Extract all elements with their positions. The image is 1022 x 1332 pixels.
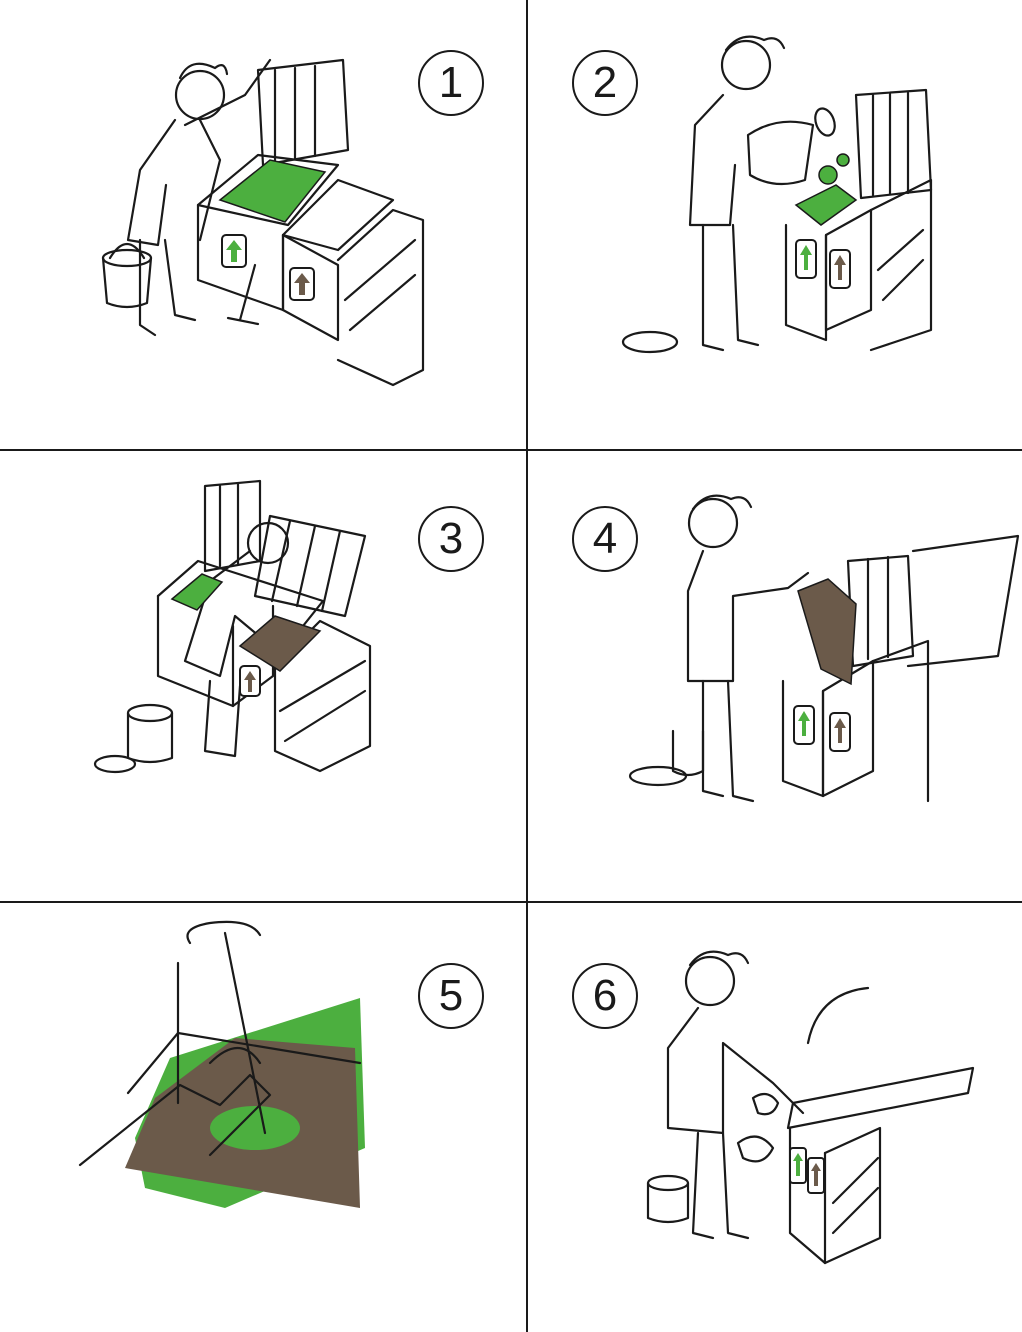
panel-step-2: 2 — [528, 0, 1022, 449]
add-brown-layer-icon — [628, 494, 1020, 803]
panel-step-5: 5 — [0, 903, 526, 1332]
transfer-brown-material-icon — [93, 479, 372, 774]
horizontal-divider-bottom — [0, 901, 1022, 903]
compost-bin-open-lid-icon — [101, 58, 425, 387]
step-number: 6 — [572, 963, 638, 1029]
panel-step-6: 6 — [528, 903, 1022, 1332]
step-number: 5 — [418, 963, 484, 1029]
panel-step-3: 3 — [0, 451, 526, 901]
step-number: 3 — [418, 506, 484, 572]
vertical-divider — [526, 0, 528, 1332]
panel-step-1: 1 — [0, 0, 526, 449]
panel-step-4: 4 — [528, 451, 1022, 901]
step-number: 2 — [572, 50, 638, 116]
horizontal-divider-top — [0, 449, 1022, 451]
step-number: 1 — [418, 50, 484, 116]
aerate-stir-icon — [78, 920, 365, 1208]
bucket-pour-scraps-icon — [621, 35, 933, 354]
step-number: 4 — [572, 506, 638, 572]
close-lid-icon — [646, 950, 975, 1265]
